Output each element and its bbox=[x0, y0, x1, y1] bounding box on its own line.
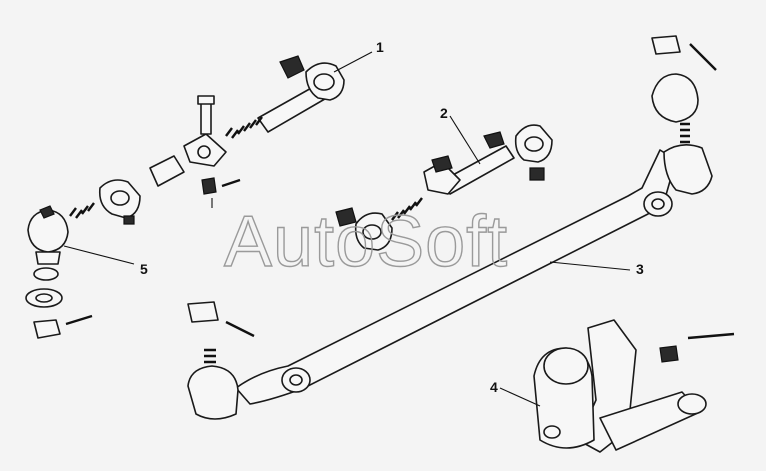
tie-rod-upper bbox=[98, 55, 345, 225]
leader-1 bbox=[333, 51, 373, 73]
callout-4: 4 bbox=[490, 379, 498, 395]
idler-arm bbox=[533, 319, 735, 453]
leader-2 bbox=[449, 115, 481, 165]
leader-3 bbox=[549, 261, 631, 271]
watermark: AutoSoft bbox=[224, 202, 508, 282]
callout-5: 5 bbox=[140, 261, 148, 277]
tie-rod-upper-thread bbox=[225, 116, 263, 139]
ball-joint-end bbox=[25, 202, 95, 339]
leader-5 bbox=[63, 245, 135, 265]
drag-link bbox=[187, 35, 717, 420]
callout-2: 2 bbox=[440, 105, 448, 121]
callout-1: 1 bbox=[376, 39, 384, 55]
callout-3: 3 bbox=[636, 261, 644, 277]
leader-4 bbox=[499, 387, 541, 407]
leader-lines bbox=[63, 51, 631, 407]
tie-rod-middle bbox=[335, 124, 553, 251]
